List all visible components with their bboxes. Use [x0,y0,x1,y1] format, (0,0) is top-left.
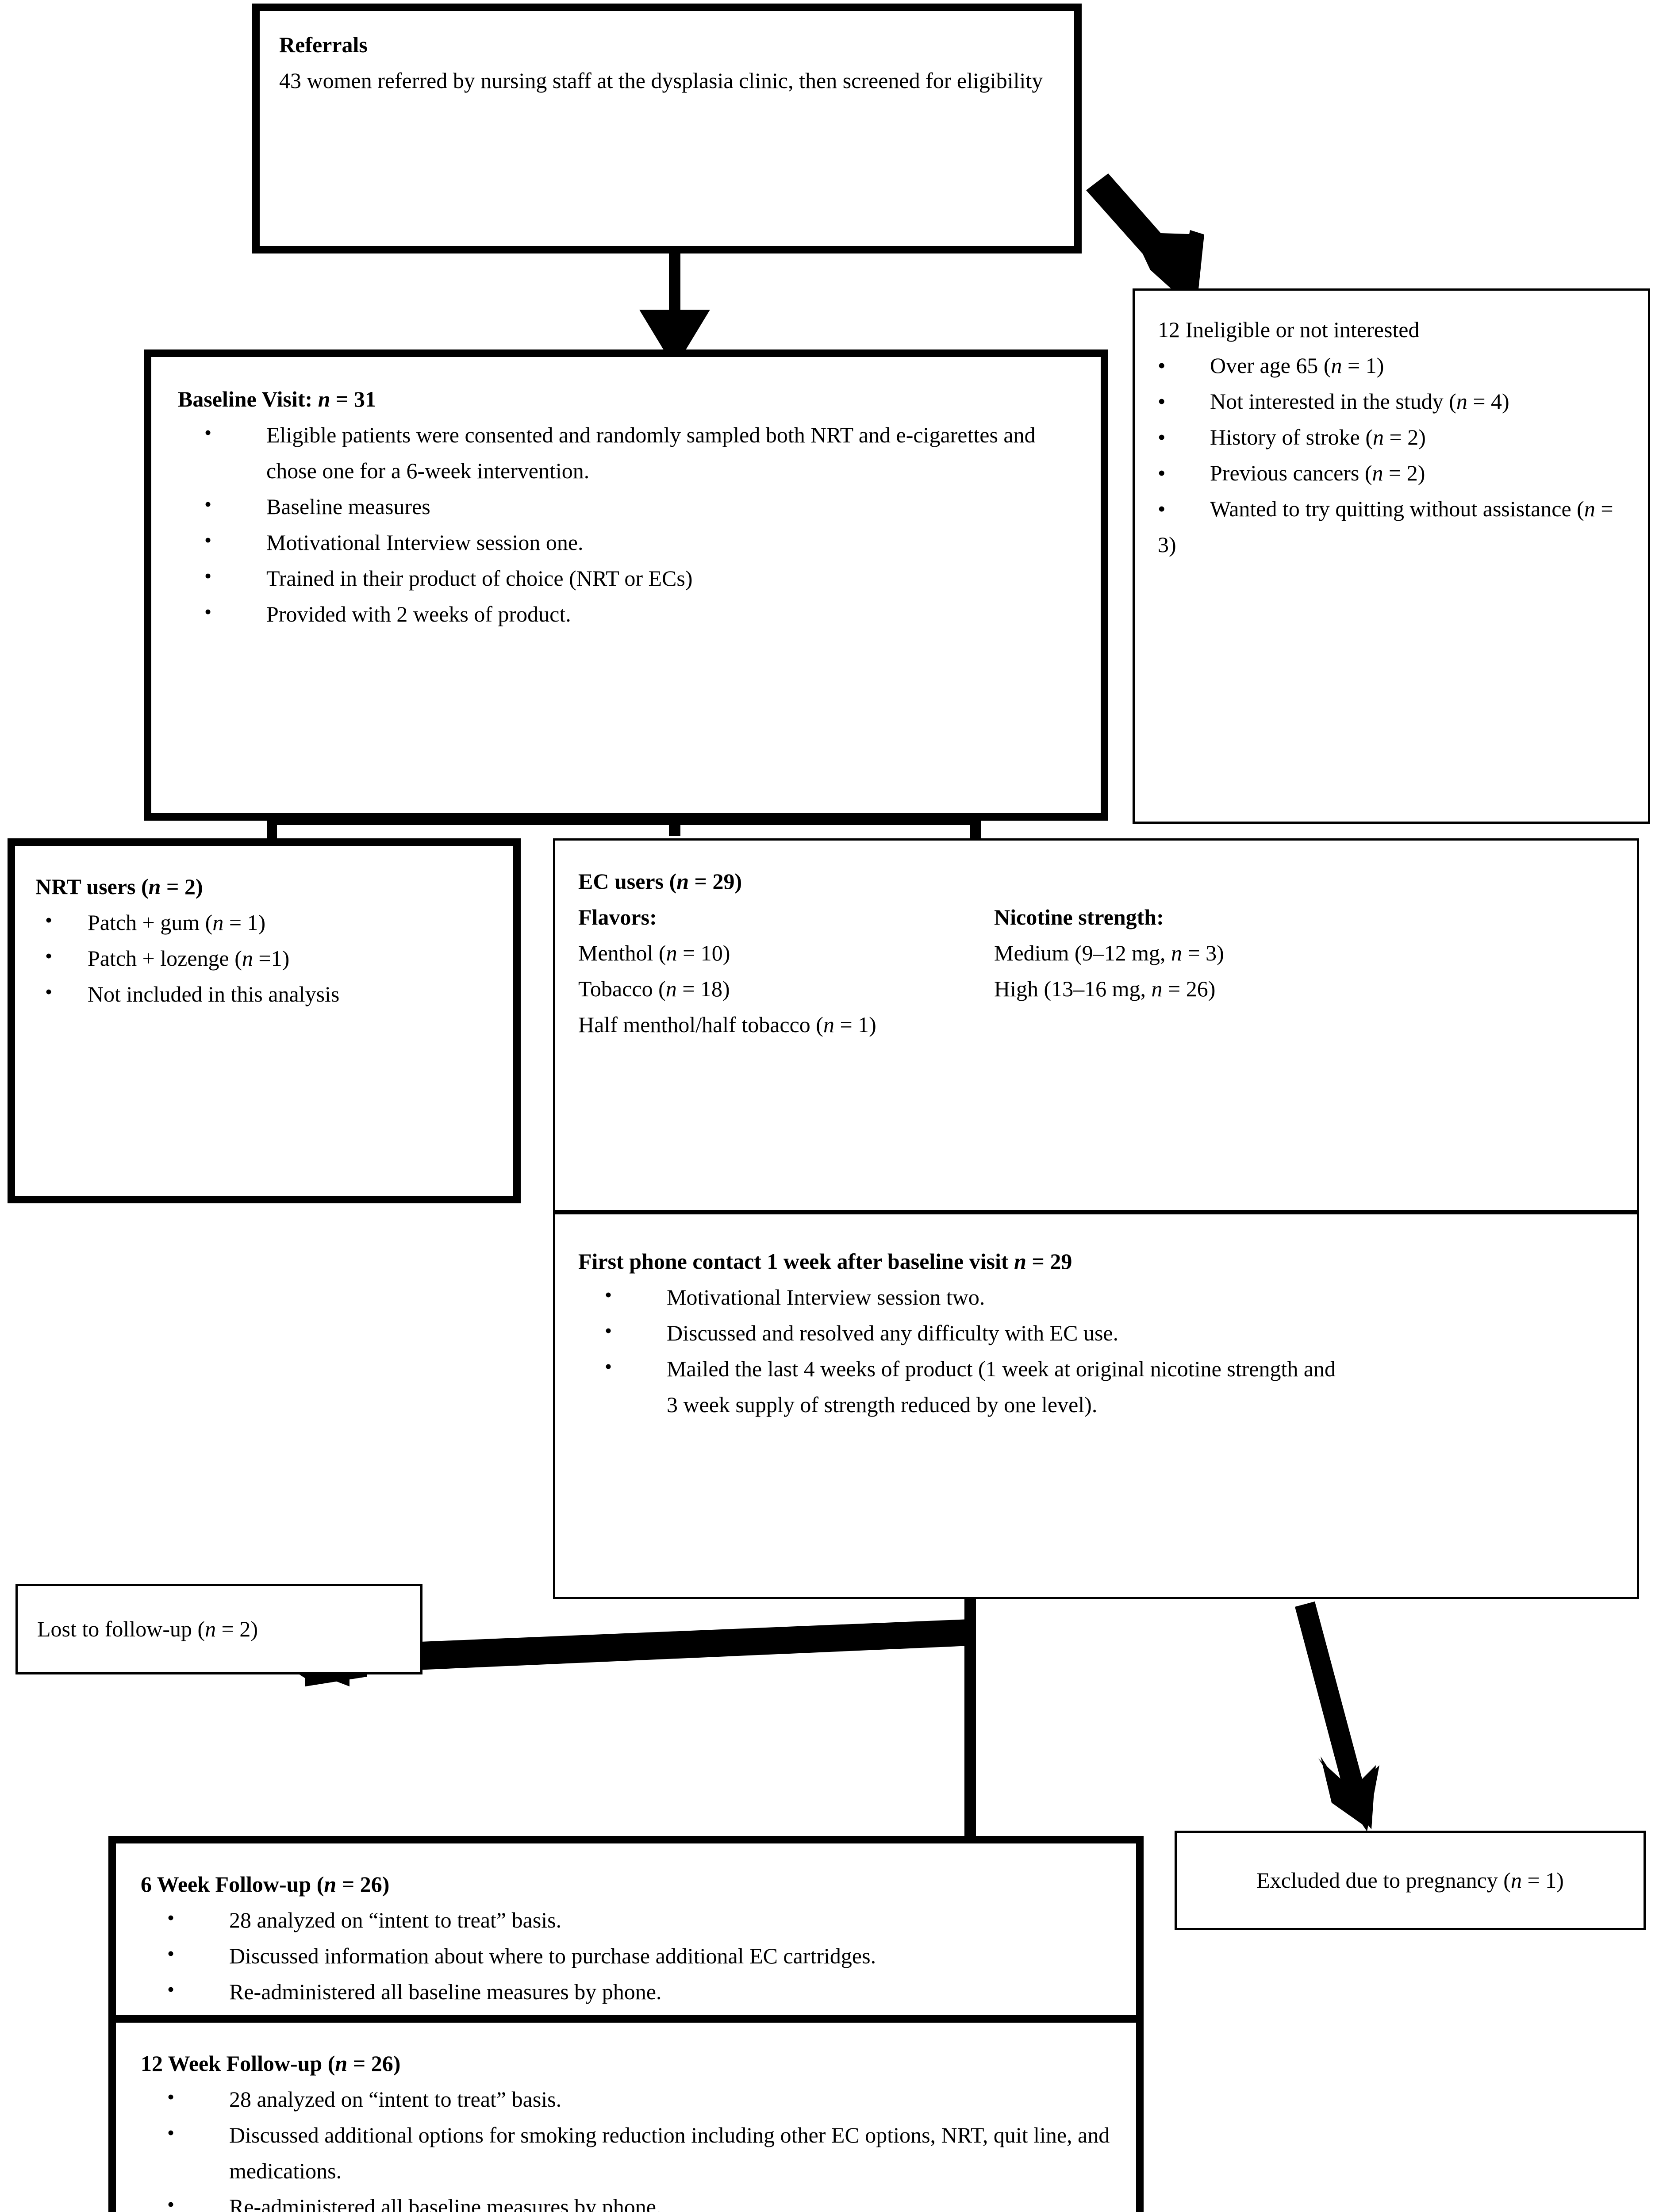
connector-to-excluded-pregnancy [1295,1601,1379,1832]
phone-list: Motivational Interview session two. Disc… [578,1279,1614,1387]
followup-6wk-item-0: 28 analyzed on “intent to treat” basis. [141,1901,1111,1938]
box-ineligible: 12 Ineligible or not interested •Over ag… [1133,288,1650,824]
ec-flavor-0: Menthol (n = 10) [578,941,730,965]
ineligible-item-3: •Previous cancers (n = 2) [1158,461,1425,485]
ineligible-item-1: •Not interested in the study (n = 4) [1158,389,1509,414]
box-referrals: Referrals 43 women referred by nursing s… [252,4,1082,253]
nrt-item-1: Patch + lozenge (n =1) [35,940,493,976]
followup-6wk-item-2: Re-administered all baseline measures by… [141,1973,1111,2010]
baseline-item-0: Eligible patients were consented and ran… [178,416,1074,489]
ec-nicotine-heading: Nicotine strength: [994,905,1164,929]
box-first-phone-contact: First phone contact 1 week after baselin… [553,1212,1639,1599]
ec-flavor-1: Tobacco (n = 18) [578,976,730,1001]
phone-item-2: Mailed the last 4 weeks of product (1 we… [578,1350,1614,1387]
box-baseline-visit: Baseline Visit: n = 31 Eligible patients… [144,349,1108,821]
ec-heading: EC users (n = 29) [578,869,742,894]
ineligible-item-0: •Over age 65 (n = 1) [1158,353,1384,378]
ec-nicotine-1: High (13–16 mg, n = 26) [994,976,1216,1001]
lost-followup-text: Lost to follow-up (n = 2) [37,1617,258,1641]
ec-nicotine-0: Medium (9–12 mg, n = 3) [994,941,1224,965]
followup-12wk-item-1: Discussed additional options for smoking… [141,2116,1111,2189]
followup-12wk-list: 28 analyzed on “intent to treat” basis. … [141,2081,1111,2212]
box-ec-users: EC users (n = 29) Flavors: Menthol (n = … [553,838,1639,1212]
followup-12wk-item-2: Re-administered all baseline measures by… [141,2188,1111,2212]
excluded-pregnancy-text: Excluded due to pregnancy (n = 1) [1256,1868,1564,1893]
ineligible-item-2: •History of stroke (n = 2) [1158,425,1426,449]
baseline-item-2: Motivational Interview session one. [178,524,1074,561]
box-nrt-users: NRT users (n = 2) Patch + gum (n = 1) Pa… [8,838,521,1203]
phone-item-1: Discussed and resolved any difficulty wi… [578,1314,1614,1351]
ec-flavors-column: Flavors: Menthol (n = 10) Tobacco (n = 1… [578,899,994,1043]
ec-columns: Flavors: Menthol (n = 10) Tobacco (n = 1… [578,899,1614,1043]
box-lost-to-followup: Lost to follow-up (n = 2) [15,1584,422,1674]
baseline-heading: Baseline Visit: n = 31 [178,387,376,411]
ec-flavor-2: Half menthol/half tobacco (n = 1) [578,1012,876,1037]
ineligible-item-4: •Wanted to try quitting without assistan… [1158,496,1613,557]
referrals-heading: Referrals [279,32,368,57]
nrt-item-0: Patch + gum (n = 1) [35,904,493,941]
followup-12wk-item-0: 28 analyzed on “intent to treat” basis. [141,2081,1111,2117]
nrt-item-2: Not included in this analysis [35,975,493,1012]
box-excluded-pregnancy: Excluded due to pregnancy (n = 1) [1175,1831,1646,1930]
followup-6wk-list: 28 analyzed on “intent to treat” basis. … [141,1901,1111,2010]
followup-6wk-item-1: Discussed information about where to pur… [141,1937,1111,1974]
box-12-week-followup: 12 Week Follow-up (n = 26) 28 analyzed o… [108,2015,1144,2212]
ec-flavors-heading: Flavors: [578,905,657,929]
followup-6wk-heading: 6 Week Follow-up (n = 26) [141,1872,390,1897]
referrals-body: 43 women referred by nursing staff at th… [279,68,1043,93]
phone-heading: First phone contact 1 week after baselin… [578,1249,1072,1274]
baseline-item-4: Provided with 2 weeks of product. [178,595,1074,632]
ec-nicotine-column: Nicotine strength: Medium (9–12 mg, n = … [994,899,1614,1043]
baseline-item-3: Trained in their product of choice (NRT … [178,560,1074,596]
followup-12wk-heading: 12 Week Follow-up (n = 26) [141,2051,401,2076]
nrt-heading: NRT users (n = 2) [35,874,203,899]
baseline-list: Eligible patients were consented and ran… [178,416,1074,632]
ineligible-heading: 12 Ineligible or not interested [1158,317,1420,342]
phone-item-0: Motivational Interview session two. [578,1279,1614,1315]
nrt-list: Patch + gum (n = 1) Patch + lozenge (n =… [35,904,493,1012]
phone-continuation: 3 week supply of strength reduced by one… [667,1392,1098,1417]
baseline-item-1: Baseline measures [178,488,1074,525]
